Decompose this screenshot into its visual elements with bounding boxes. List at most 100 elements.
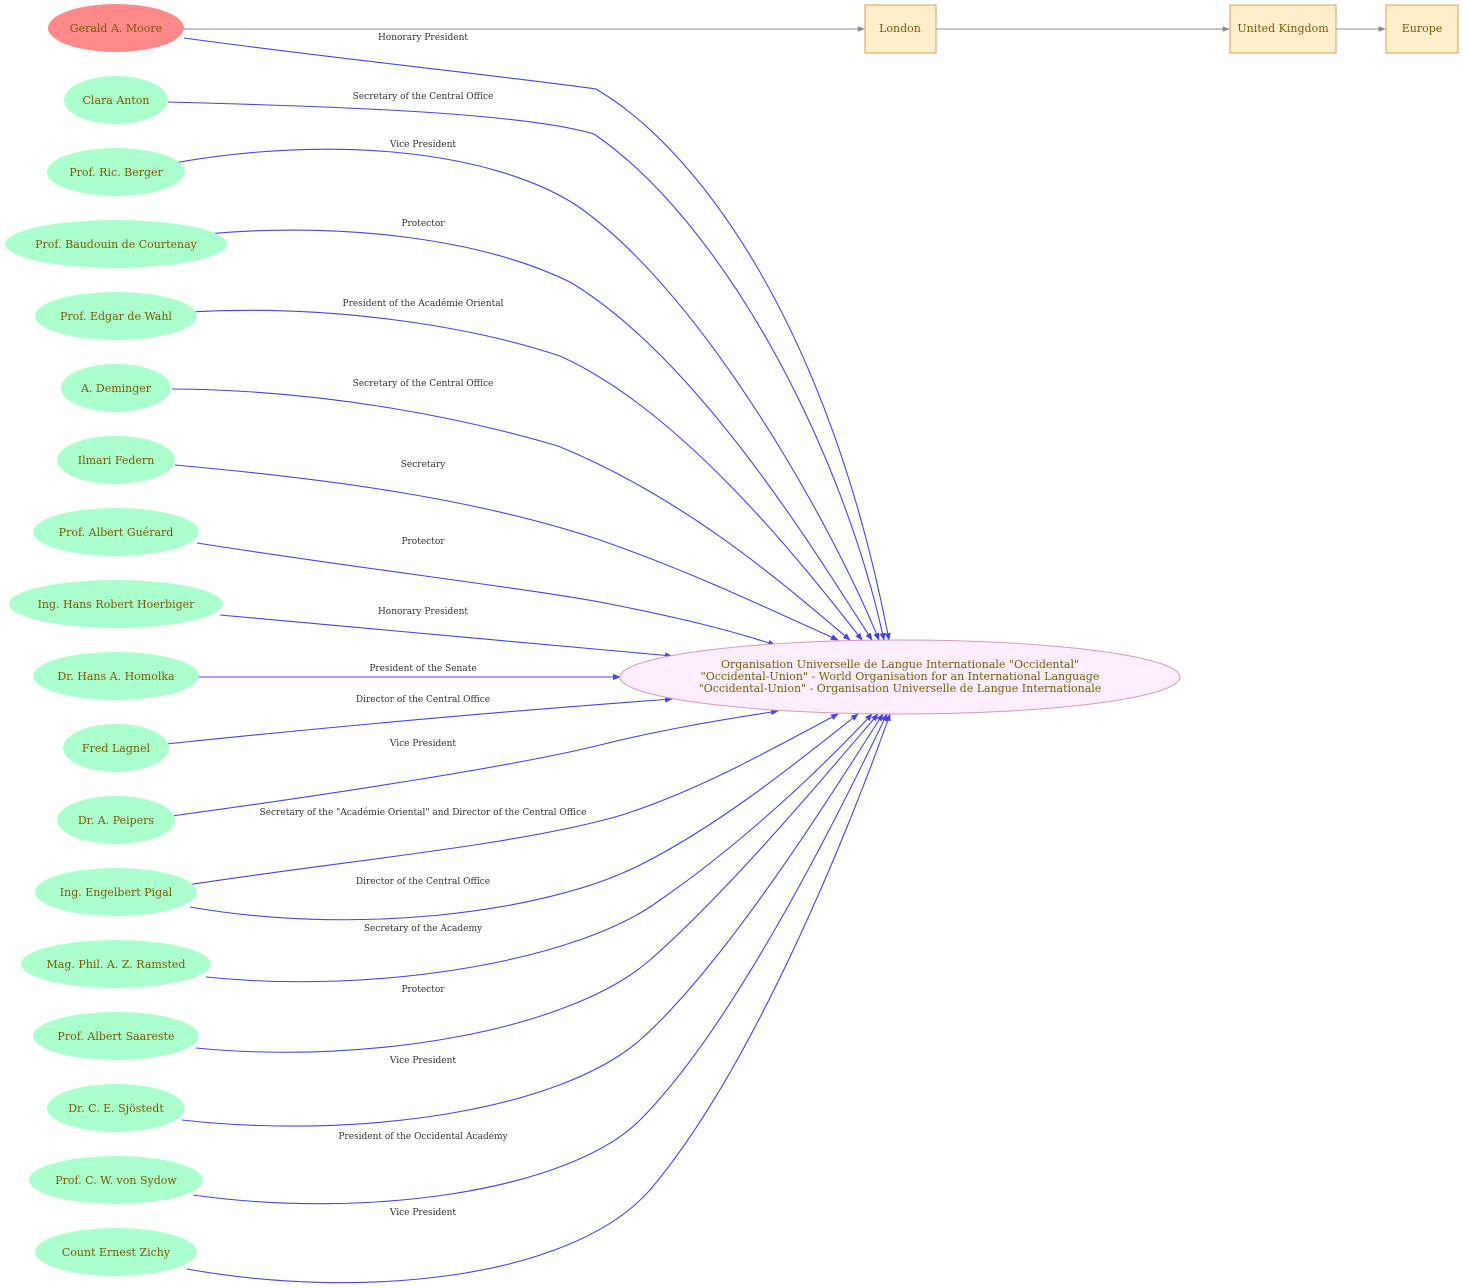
person-name: Prof. Baudouin de Courtenay [35,238,198,251]
role-label: Vice President [389,1056,457,1066]
person-node-focus[interactable]: Gerald A. Moore [48,4,184,52]
membership-edge [183,37,891,641]
edges-layer [165,37,891,1284]
organisation-name-line-3: "Occidental-Union" - Organisation Univer… [699,682,1102,695]
person-name: A. Deminger [80,382,152,395]
role-label: Secretary of the Central Office [353,92,494,102]
role-label: Vice President [389,1208,457,1218]
role-label: Vice President [389,140,457,150]
membership-edge [186,713,839,886]
person-node-shape [57,436,175,484]
place-label: United Kingdom [1237,22,1329,35]
membership-edge [181,713,884,1127]
person-node-shape [57,796,175,844]
role-label: Protector [401,219,445,229]
place-label: Europe [1402,22,1443,35]
membership-edge [171,709,779,817]
person-node[interactable]: A. Deminger [61,364,171,412]
person-node[interactable]: Prof. Albert Saareste [33,1012,199,1060]
place-node-europe[interactable]: Europe [1385,4,1459,54]
person-node-shape [35,1228,197,1276]
role-label: Secretary of the Academy [364,924,483,934]
membership-edge [205,713,873,983]
person-node[interactable]: Ing. Engelbert Pigal [35,868,197,916]
role-label: Director of the Central Office [356,877,490,887]
role-label: Secretary of the "Académie Oriental" and… [260,807,587,818]
person-node-shape [63,724,169,772]
person-node[interactable]: Ing. Hans Robert Hoerbiger [9,580,223,628]
role-label: Protector [401,985,445,995]
person-node-shape [9,580,223,628]
person-node-shape [21,940,211,988]
organisation-node[interactable]: Organisation Universelle de Langue Inter… [619,639,1181,715]
person-node-shape [35,868,197,916]
person-name: Prof. Albert Saareste [57,1030,174,1043]
person-node[interactable]: Dr. Hans A. Homolka [33,652,199,700]
membership-edge [174,464,839,641]
place-node-london[interactable]: London [864,4,937,54]
person-node-shape [33,1012,199,1060]
person-name: Fred Lagnel [82,742,150,755]
membership-edge [171,388,851,641]
role-label: President of the Académie Oriental [343,298,504,309]
person-node-shape [5,220,227,268]
organisation-name-line-2: "Occidental-Union" - World Organisation … [701,670,1100,683]
person-name: Ing. Engelbert Pigal [60,886,173,899]
person-node[interactable]: Count Ernest Zichy [35,1228,197,1276]
person-name: Mag. Phil. A. Z. Ramsted [47,958,186,971]
person-node-shape [61,364,171,412]
person-name: Dr. C. E. Sjöstedt [68,1102,164,1115]
person-node-shape [47,1084,185,1132]
person-node[interactable]: Dr. A. Peipers [57,796,175,844]
role-label: Honorary President [378,607,468,617]
person-node[interactable]: Prof. Albert Guérard [33,508,199,556]
person-node-shape [64,76,168,124]
place-node-united-kingdom[interactable]: United Kingdom [1229,4,1337,54]
membership-edge [165,696,673,745]
membership-edge [173,148,880,641]
person-node-shape [33,508,199,556]
person-node[interactable]: Mag. Phil. A. Z. Ramsted [21,940,211,988]
person-node[interactable]: Dr. C. E. Sjöstedt [47,1084,185,1132]
person-node[interactable]: Fred Lagnel [63,724,169,772]
membership-edge [219,614,673,659]
person-node[interactable]: Clara Anton [64,76,168,124]
role-label: Vice President [389,739,457,749]
membership-edge [189,309,863,641]
person-node[interactable]: Prof. Baudouin de Courtenay [5,220,227,268]
membership-edge [167,101,886,641]
membership-edge [189,713,859,921]
membership-edge [192,713,888,1205]
person-node-shape [29,1156,203,1204]
role-label: Secretary [401,460,446,470]
organisation-name-line-1: Organisation Universelle de Langue Inter… [721,658,1079,671]
person-name: Count Ernest Zichy [62,1246,171,1259]
role-label: Honorary President [378,33,468,43]
person-name: Ing. Hans Robert Hoerbiger [38,598,196,611]
person-name: Gerald A. Moore [70,22,162,35]
person-node[interactable]: Prof. Edgar de Wahl [35,292,197,340]
person-node[interactable]: Prof. Ric. Berger [47,148,185,196]
person-node[interactable]: Prof. C. W. von Sydow [29,1156,203,1204]
person-node[interactable]: Ilmari Federn [57,436,175,484]
person-name: Dr. Hans A. Homolka [57,670,175,683]
role-label: Director of the Central Office [356,695,490,705]
membership-edge [195,713,879,1053]
role-label: Secretary of the Central Office [353,379,494,389]
person-node-shape [48,4,184,52]
membership-edge [196,542,776,646]
person-name: Clara Anton [83,94,150,107]
person-name: Dr. A. Peipers [78,814,155,827]
location-chain: London United Kingdom Europe [184,4,1459,54]
person-node-shape [33,652,199,700]
person-node-shape [47,148,185,196]
person-name: Ilmari Federn [78,454,155,467]
role-label: Protector [401,537,445,547]
person-name: Prof. Edgar de Wahl [60,310,172,323]
person-name: Prof. C. W. von Sydow [55,1174,177,1187]
place-label: London [879,22,921,35]
person-node-shape [35,292,197,340]
